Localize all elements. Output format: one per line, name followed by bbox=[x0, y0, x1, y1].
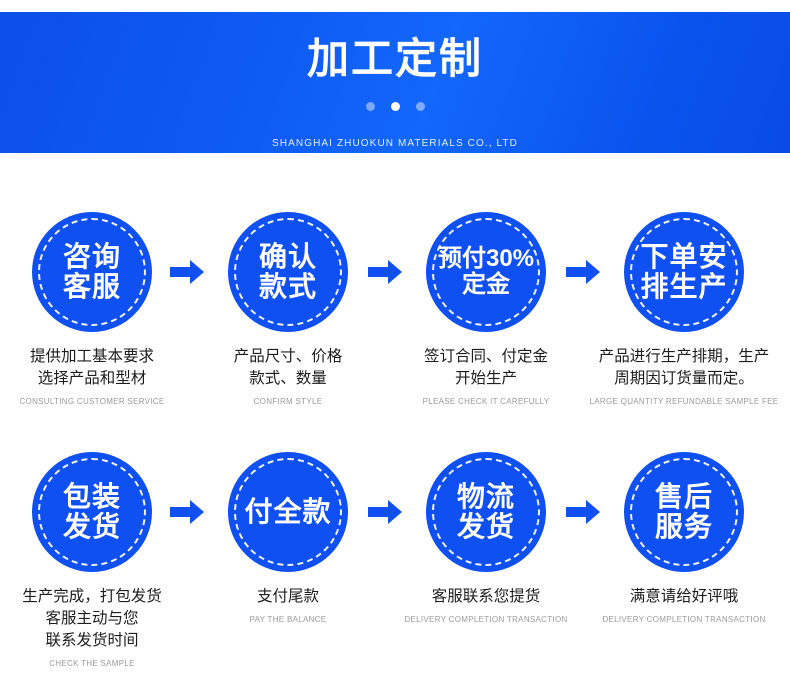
arrow-right-icon bbox=[170, 259, 204, 285]
flow-step-7-circle-label: 物流 发货 bbox=[456, 480, 515, 542]
dot-indicator-1 bbox=[365, 102, 375, 111]
flow-step-8-subcaption: DELIVERY COMPLETION TRANSACTION bbox=[602, 615, 766, 624]
flow-step-1-circle: 咨询 客服 bbox=[32, 212, 152, 332]
flow-step-8-circle-label: 售后 服务 bbox=[654, 480, 713, 542]
flow-step-2-subcaption: CONFIRM STYLE bbox=[253, 397, 323, 406]
dot-indicator-3 bbox=[415, 102, 425, 111]
arrow-right-icon bbox=[170, 499, 204, 525]
flow-step-3-circle: 预付30% 定金 bbox=[426, 212, 546, 332]
flow-step-6-caption: 支付尾款 bbox=[256, 588, 319, 605]
flow-step-6-circle-label: 付全款 bbox=[244, 495, 332, 527]
company-name: SHANGHAI ZHUOKUN MATERIALS CO., LTD bbox=[272, 138, 518, 149]
flow-step-7-subcaption: DELIVERY COMPLETION TRANSACTION bbox=[404, 615, 568, 624]
flow-step-7-circle: 物流 发货 bbox=[426, 452, 546, 572]
flow-step-4-circle: 下单安 排生产 bbox=[624, 212, 744, 332]
flow-step-6-subcaption: PAY THE BALANCE bbox=[249, 615, 327, 624]
arrow-right-icon bbox=[566, 499, 600, 525]
page-banner: 加工定制 SHANGHAI ZHUOKUN MATERIALS CO., LTD bbox=[0, 12, 790, 153]
flow-step-7-caption: 客服联系您提货 bbox=[431, 588, 541, 605]
flow-step-2: 确认 款式 产品尺寸、价格 款式、数量 CONFIRM STYLE bbox=[190, 200, 386, 407]
flow-step-4-caption: 产品进行生产排期，生产 周期因订货量而定。 bbox=[598, 348, 770, 387]
flow-step-5-circle-label: 包装 发货 bbox=[62, 480, 121, 542]
flow-step-8-circle: 售后 服务 bbox=[624, 452, 744, 572]
flow-step-3-subcaption: PLEASE CHECK IT CAREFULLY bbox=[422, 397, 550, 406]
flow-step-1: 咨询 客服 提供加工基本要求 选择产品和型材 CONSULTING CUSTOM… bbox=[0, 200, 190, 407]
arrow-right-icon bbox=[368, 259, 402, 285]
flow-step-1-subcaption: CONSULTING CUSTOMER SERVICE bbox=[19, 397, 165, 406]
flow-step-2-caption: 产品尺寸、价格 款式、数量 bbox=[233, 348, 343, 387]
flow-step-7: 物流 发货 客服联系您提货 DELIVERY COMPLETION TRANSA… bbox=[388, 440, 584, 625]
flow-step-1-caption: 提供加工基本要求 选择产品和型材 bbox=[29, 348, 154, 387]
flow-step-2-circle: 确认 款式 bbox=[228, 212, 348, 332]
flow-step-4: 下单安 排生产 产品进行生产排期，生产 周期因订货量而定。 LARGE QUAN… bbox=[586, 200, 782, 407]
flow-step-8-caption: 满意请给好评哦 bbox=[629, 588, 739, 605]
page-title: 加工定制 bbox=[306, 35, 483, 82]
flow-step-5-caption: 生产完成，打包发货 客服主动与您 联系发货时间 bbox=[22, 588, 162, 649]
dot-indicator-group bbox=[0, 102, 790, 111]
dot-indicator-2 bbox=[390, 102, 400, 111]
flow-step-3-circle-label: 预付30% 定金 bbox=[437, 245, 535, 298]
flow-step-3: 预付30% 定金 签订合同、付定金 开始生产 PLEASE CHECK IT C… bbox=[388, 200, 584, 407]
flow-step-1-circle-label: 咨询 客服 bbox=[62, 240, 121, 302]
arrow-right-icon bbox=[368, 499, 402, 525]
flow-step-3-caption: 签订合同、付定金 开始生产 bbox=[423, 348, 548, 387]
flow-step-8: 售后 服务 满意请给好评哦 DELIVERY COMPLETION TRANSA… bbox=[586, 440, 782, 625]
flow-step-6-circle: 付全款 bbox=[228, 452, 348, 572]
flow-step-4-circle-label: 下单安 排生产 bbox=[640, 240, 728, 302]
arrow-right-icon bbox=[566, 259, 600, 285]
flow-step-5-circle: 包装 发货 bbox=[32, 452, 152, 572]
flow-step-5-subcaption: CHECK THE SAMPLE bbox=[49, 659, 135, 668]
flow-step-6: 付全款 支付尾款 PAY THE BALANCE bbox=[190, 440, 386, 625]
flow-step-5: 包装 发货 生产完成，打包发货 客服主动与您 联系发货时间 CHECK THE … bbox=[0, 440, 190, 669]
flow-step-2-circle-label: 确认 款式 bbox=[258, 240, 317, 302]
flow-step-4-subcaption: LARGE QUANTITY REFUNDABLE SAMPLE FEE bbox=[589, 397, 779, 406]
